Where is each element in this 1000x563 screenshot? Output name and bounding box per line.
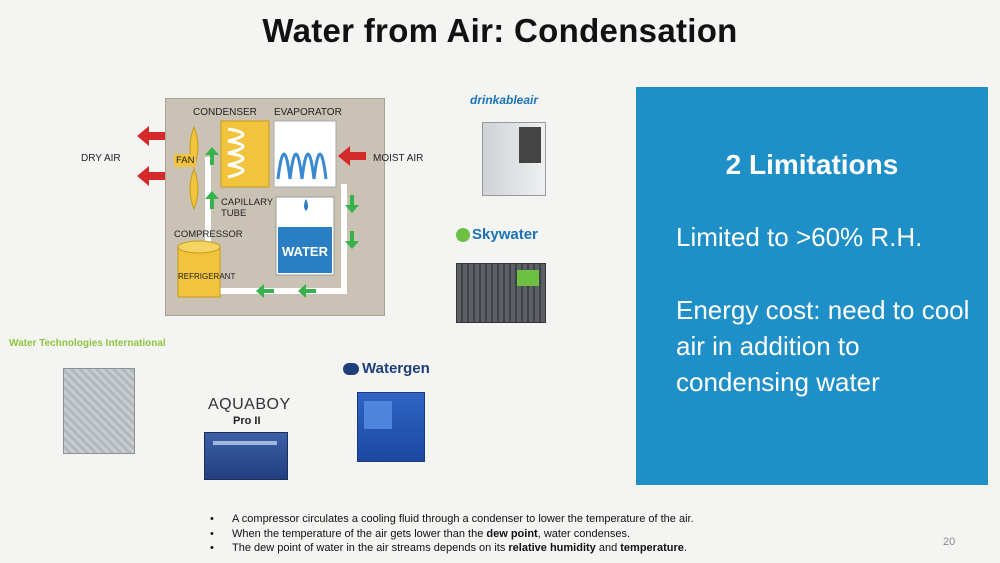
skywater-leaf-icon [456,228,470,243]
note-item: The dew point of water in the air stream… [210,541,694,556]
diagram-graphic [177,120,359,298]
evaporator-label: EVAPORATOR [274,107,342,118]
slide-title: Water from Air: Condensation [262,12,738,49]
moist-air-arrow-icon [338,146,366,166]
skywater-logo: Skywater [456,226,538,243]
limitation-energy: Energy cost: need to cool air in additio… [676,295,970,397]
note-item: A compressor circulates a cooling fluid … [210,512,694,527]
dry-air-label: DRY AIR [81,153,121,164]
skywater-unit-image [456,263,546,323]
drinkable-air-unit-image [482,122,546,196]
condensation-diagram: CONDENSER EVAPORATOR FAN CAPILLARY TUBE … [165,98,385,316]
notes-list: A compressor circulates a cooling fluid … [210,512,694,556]
refrigerant-label: REFRIGERANT [178,272,236,281]
limitations-panel: 2 Limitations Limited to >60% R.H. Energ… [636,87,988,485]
limitations-heading: 2 Limitations [725,149,899,180]
watergen-drop-icon [343,363,359,376]
watergen-unit-image [357,392,425,462]
capillary-tube-label: CAPILLARY TUBE [221,197,273,219]
aquaboy-unit-image [204,432,288,480]
moist-air-label: MOIST AIR [373,153,424,164]
compressor-label: COMPRESSOR [174,229,243,240]
water-tech-unit-image [63,368,135,454]
water-tech-logo: Water Technologies International [9,338,166,349]
aquaboy-model-label: Pro II [233,415,261,427]
aquaboy-logo: AQUABOY [208,396,291,413]
dry-air-arrows-icon [137,126,165,186]
water-label: WATER [282,244,328,259]
page-number: 20 [943,536,956,548]
limitation-humidity: Limited to >60% R.H. [676,222,923,252]
drinkable-air-logo: drinkableair [470,93,539,107]
fan-label: FAN [174,154,197,167]
note-item: When the temperature of the air gets low… [210,527,694,542]
watergen-logo: Watergen [343,360,430,377]
condenser-label: CONDENSER [193,107,257,118]
